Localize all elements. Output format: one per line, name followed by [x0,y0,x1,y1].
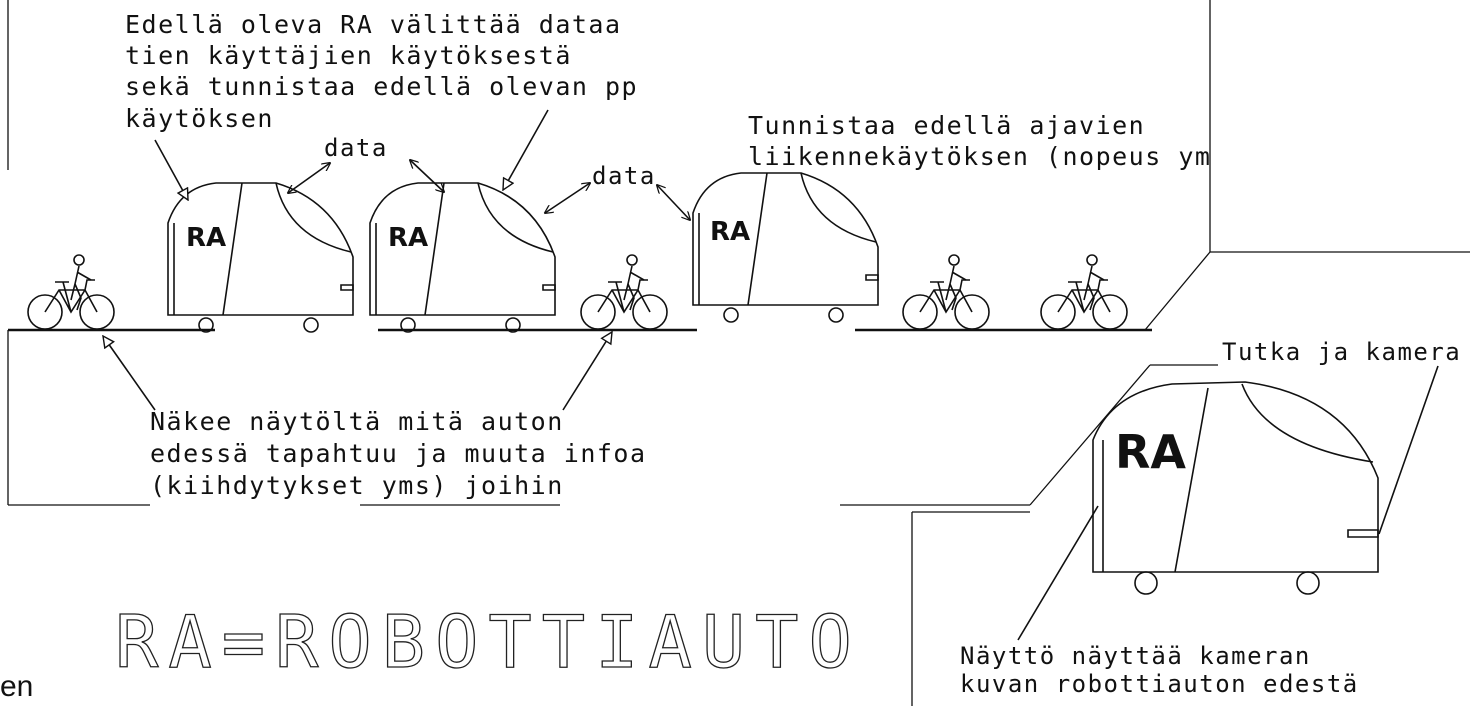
robot-car-3-label: RA [710,217,750,247]
note-bottom-left-line-3: (kiihdytykset yms) joihin [150,471,564,500]
robot-car-2: RA [369,182,556,333]
note-bottom-left: Näkee näytöltä mitä auton edessä tapahtu… [103,332,647,500]
note-bottom-left-line-2: edessä tapahtuu ja muuta infoa [150,439,647,468]
legend-text: RA=ROBOTTIAUTO [115,600,862,684]
robot-car-detail-label: RA [1115,425,1186,479]
robot-car-2-label: RA [388,223,428,253]
note-bottom-left-line-1: Näkee näytöltä mitä auton [150,407,564,436]
note-top-left-line-1: Edellä oleva RA välittää dataa [125,10,622,39]
note-top-left-line-2: tien käyttäjien käytöksestä [125,41,572,70]
note-top-right-line-2: liikennekäytöksen (nopeus ym [748,142,1211,171]
robot-car-1-label: RA [186,223,226,253]
note-screen-line-2: kuvan robottiauton edestä [960,670,1359,698]
note-top-right: Tunnistaa edellä ajavien liikennekäytöks… [748,111,1211,171]
diagram-frame [7,0,1470,706]
note-top-left: Edellä oleva RA välittää dataa tien käyt… [125,10,638,200]
robot-car-detail: RA [1092,381,1379,595]
data-label-1: data [324,134,388,162]
note-detail: Tutka ja kamera Näyttö näyttää kameran k… [960,338,1461,698]
note-sensor-label: Tutka ja kamera [1222,338,1461,366]
cyclist-4-icon [1040,254,1128,330]
note-top-left-line-3: sekä tunnistaa edellä olevan pp [125,72,638,101]
data-arrows: data data [288,134,690,220]
data-label-2: data [592,162,656,190]
cyclist-3-icon [902,254,990,330]
side-text-fragment: en [0,670,33,703]
cyclist-2-icon [580,254,668,330]
note-top-left-line-4: käytöksen [125,104,274,133]
robot-car-3: RA [692,172,879,323]
note-screen-line-1: Näyttö näyttää kameran [960,642,1311,670]
cyclist-1-icon [27,254,115,330]
note-top-right-line-1: Tunnistaa edellä ajavien [748,111,1145,140]
robot-car-1: RA [167,182,354,333]
